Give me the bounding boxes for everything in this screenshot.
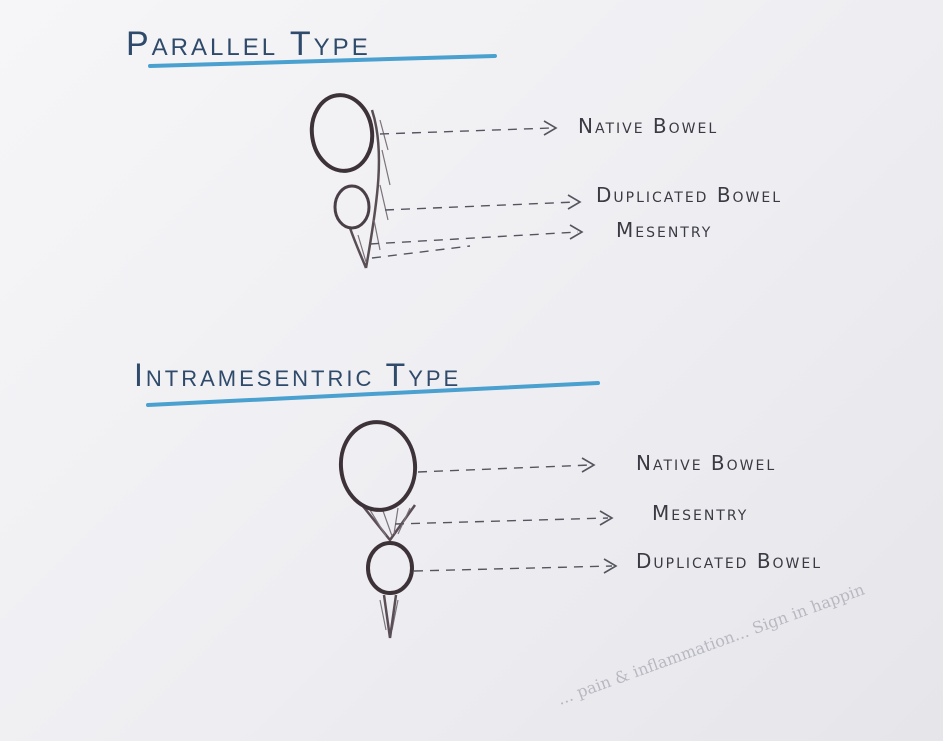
intramesentric-label-mesentry: Mesentry [652, 501, 748, 525]
parallel-label-duplicated-bowel: Duplicated Bowel [596, 183, 782, 207]
intramesentric-type-title: Intramesentric Type [134, 357, 461, 393]
parallel-native-bowel-loop [309, 93, 375, 173]
parallel-bowel-sketch [309, 93, 391, 269]
parallel-label-mesentry: Mesentry [616, 218, 712, 242]
intramesentric-bowel-sketch [338, 420, 418, 639]
parallel-arrow-native [379, 120, 558, 136]
intramesentric-mesentery-tail [382, 594, 398, 639]
intramesentric-duplicated-bowel-loop [366, 541, 414, 595]
parallel-type-section: Parallel Type [126, 25, 782, 269]
intramesentric-arrow-duplicated [413, 558, 618, 574]
parallel-mesentery-hatching [357, 119, 391, 263]
parallel-mesentery-line-2 [348, 227, 368, 269]
background-imprint-text: ... pain & inflammation... Sign in happi… [555, 580, 867, 709]
intramesentric-title-underline [146, 381, 600, 407]
intramesentric-arrow-mesentry [394, 510, 614, 526]
intramesentric-arrow-native [417, 457, 596, 473]
parallel-mesentery-line [364, 109, 381, 269]
intramesentric-type-section: Intramesentric Type [134, 357, 822, 639]
intramesentric-native-bowel-loop [338, 420, 418, 512]
parallel-label-native-bowel: Native Bowel [578, 114, 718, 138]
intramesentric-label-duplicated-bowel: Duplicated Bowel [636, 549, 822, 573]
parallel-title-underline [148, 54, 497, 68]
intramesentric-mesentery-hatching [369, 507, 411, 631]
parallel-arrow-mesentry [369, 224, 584, 259]
intramesentric-mesentery-upper [361, 504, 417, 543]
parallel-type-title: Parallel Type [126, 25, 371, 63]
parallel-duplicated-bowel-loop [333, 184, 371, 230]
parallel-arrow-duplicated [384, 194, 582, 211]
intramesentric-label-native-bowel: Native Bowel [636, 451, 776, 475]
